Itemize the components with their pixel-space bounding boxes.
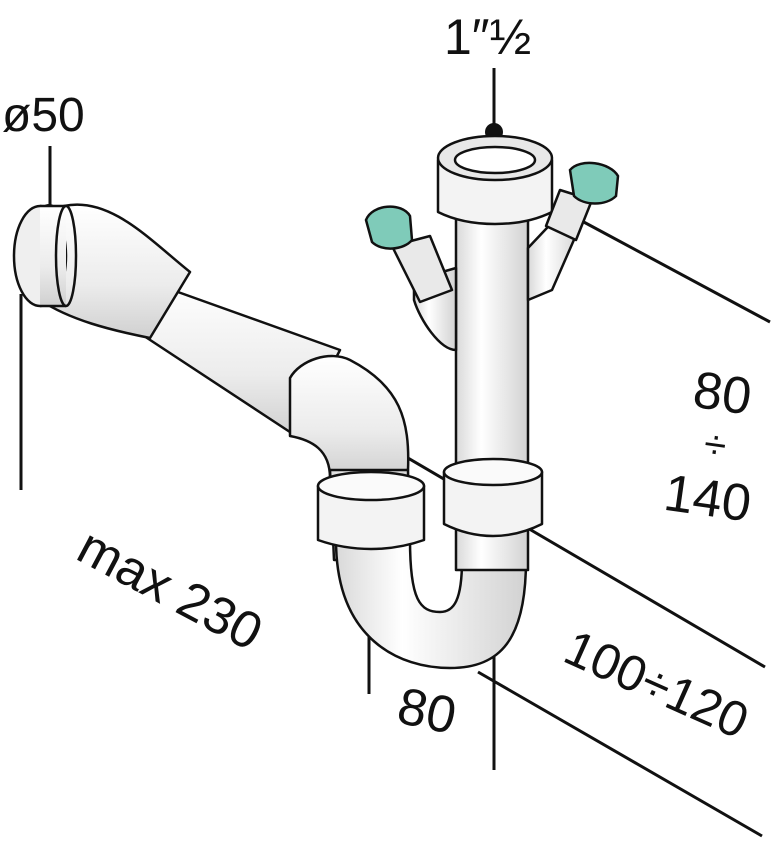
- height-ref-line: [579, 218, 771, 324]
- trap-width-label: 80: [392, 677, 462, 746]
- outlet-diameter-label: ø50: [2, 89, 85, 142]
- depth-ref-line: [477, 670, 763, 838]
- left-nut: [316, 484, 426, 551]
- outlet-thread-label: 1″½: [444, 9, 532, 65]
- right-nut: [442, 470, 544, 538]
- hose-caps: [364, 161, 620, 250]
- outlet-sleeve: [288, 354, 410, 480]
- siphon-body: [12, 134, 594, 670]
- right-hose-cap: [568, 161, 620, 205]
- outlet-cylinder: [40, 206, 66, 306]
- left-hose-cap: [364, 205, 414, 250]
- height-operator-label: ÷: [701, 421, 730, 469]
- left-hose: [390, 234, 454, 304]
- height-max-label: 140: [660, 463, 755, 534]
- outlet-cone: [38, 203, 192, 340]
- length-diagonal-line: [354, 425, 766, 669]
- u-bend: [334, 538, 528, 670]
